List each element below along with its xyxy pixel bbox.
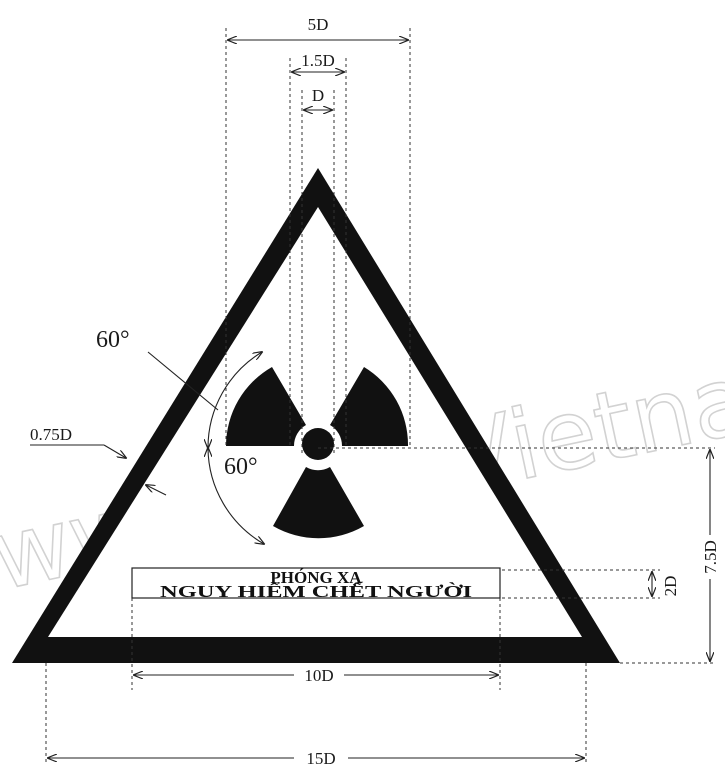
warning-label-line1: PHÓNG XẠ bbox=[270, 568, 362, 587]
warning-triangle bbox=[12, 168, 620, 663]
dimension-2d: 2D bbox=[652, 572, 680, 596]
dimension-0-75d: 0.75D bbox=[30, 425, 167, 496]
dimension-5d: 5D bbox=[228, 15, 408, 40]
dimension-0-75d-label: 0.75D bbox=[30, 425, 72, 444]
dimension-15d: 15D bbox=[48, 747, 584, 769]
dimension-10d-label: 10D bbox=[304, 666, 333, 685]
dimension-1-5d-label: 1.5D bbox=[301, 51, 335, 70]
dimension-d-label: D bbox=[312, 86, 324, 105]
angle-upper-label: 60° bbox=[96, 327, 130, 353]
trefoil-center-disc bbox=[302, 428, 334, 460]
dimension-d: D bbox=[304, 86, 332, 110]
dimension-10d: 10D bbox=[134, 664, 498, 686]
trefoil-blade-bottom bbox=[273, 467, 364, 539]
angle-lower-label: 60° bbox=[224, 454, 258, 480]
dimension-2d-label: 2D bbox=[661, 576, 680, 597]
angle-upper-annotation: 60° bbox=[96, 327, 262, 448]
angle-lower-annotation: 60° bbox=[208, 448, 264, 544]
warning-label-line2: NGUY HIỂM CHẾT NGƯỜI bbox=[160, 582, 473, 601]
dimension-7-5d: 7.5D bbox=[700, 450, 720, 661]
dimension-5d-label: 5D bbox=[308, 15, 329, 34]
warning-label-box: PHÓNG XẠ NGUY HIỂM CHẾT NGƯỜI bbox=[131, 567, 501, 601]
trefoil-blade-upper-right bbox=[330, 367, 409, 446]
dimension-1-5d: 1.5D bbox=[292, 51, 344, 72]
dimension-15d-label: 15D bbox=[306, 749, 335, 768]
dimension-7-5d-label: 7.5D bbox=[701, 540, 720, 574]
